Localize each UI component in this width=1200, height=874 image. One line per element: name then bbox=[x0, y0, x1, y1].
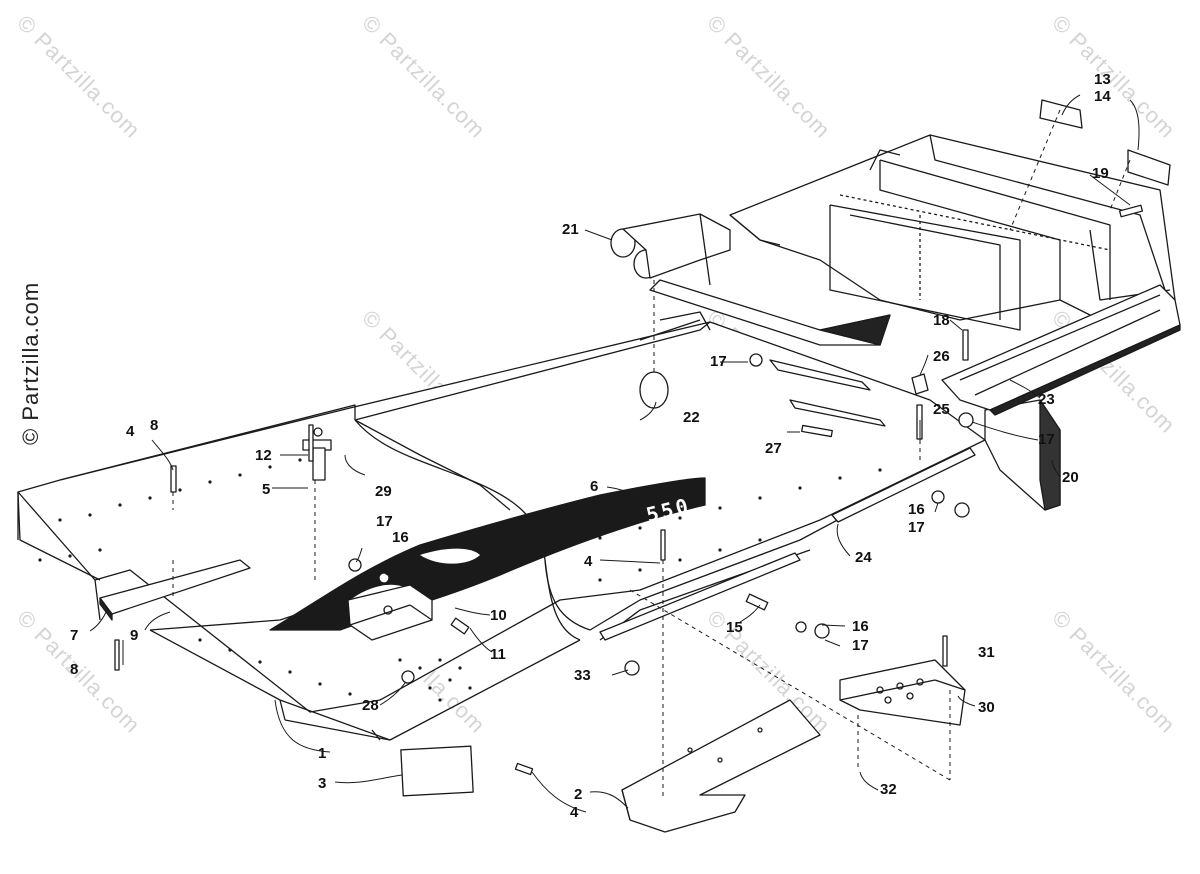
tunnel-panel bbox=[17, 311, 986, 741]
callout-31: 31 bbox=[978, 644, 995, 661]
callout-9: 9 bbox=[130, 627, 139, 644]
callout-30: 30 bbox=[978, 699, 995, 716]
callout-18: 18 bbox=[933, 312, 950, 329]
rivet-pattern bbox=[38, 458, 882, 702]
rear-bumper bbox=[729, 134, 1176, 331]
callout-16b: 16 bbox=[908, 501, 925, 518]
tail-bar bbox=[941, 284, 1181, 416]
callout-11: 11 bbox=[490, 646, 506, 663]
license-plate bbox=[400, 745, 474, 797]
mount-bracket bbox=[621, 699, 821, 833]
callout-4a: 4 bbox=[584, 553, 593, 570]
exploded-lines bbox=[172, 109, 1131, 800]
grab-handle bbox=[610, 213, 891, 346]
callout-7: 7 bbox=[70, 627, 79, 644]
callout-12: 12 bbox=[255, 447, 272, 464]
callout-8b: 8 bbox=[150, 417, 159, 434]
callout-21: 21 bbox=[562, 221, 579, 238]
side-watermark: © Partzilla.com bbox=[18, 281, 43, 445]
callout-33: 33 bbox=[574, 667, 591, 684]
reflector-13 bbox=[1039, 99, 1083, 129]
callout-17c: 17 bbox=[852, 637, 869, 654]
callout-19: 19 bbox=[1092, 165, 1109, 182]
reflector-14 bbox=[1127, 149, 1171, 186]
callout-4c: 4 bbox=[570, 804, 579, 821]
callout-23: 23 bbox=[1038, 391, 1055, 408]
snow-flap bbox=[984, 399, 1061, 511]
callout-27: 27 bbox=[765, 440, 782, 457]
axle-rod bbox=[831, 447, 976, 523]
callout-17a: 17 bbox=[376, 513, 393, 530]
callout-32: 32 bbox=[880, 781, 897, 798]
callout-29: 29 bbox=[375, 483, 392, 500]
callout-28: 28 bbox=[362, 697, 379, 714]
leader-lines bbox=[89, 94, 1140, 813]
callout-6: 6 bbox=[590, 478, 599, 495]
callout-14: 14 bbox=[1094, 88, 1111, 105]
callout-8a: 8 bbox=[70, 661, 79, 678]
callout-10: 10 bbox=[490, 607, 507, 624]
callout-2: 2 bbox=[574, 786, 583, 803]
callout-25: 25 bbox=[933, 401, 950, 418]
callout-17b: 17 bbox=[908, 519, 925, 536]
callout-15: 15 bbox=[726, 619, 743, 636]
callout-16a: 16 bbox=[392, 529, 409, 546]
callout-13: 13 bbox=[1094, 71, 1111, 88]
callout-3: 3 bbox=[318, 775, 327, 792]
step-plate bbox=[839, 659, 966, 726]
callout-17d: 17 bbox=[710, 353, 727, 370]
callout-17e: 17 bbox=[1038, 431, 1055, 448]
bracket-10 bbox=[347, 584, 433, 641]
callout-20: 20 bbox=[1062, 469, 1079, 486]
callout-22: 22 bbox=[683, 409, 700, 426]
callout-16c: 16 bbox=[852, 618, 869, 635]
callout-26: 26 bbox=[933, 348, 950, 365]
callout-24: 24 bbox=[855, 549, 872, 566]
callout-5: 5 bbox=[262, 481, 271, 498]
callout-1: 1 bbox=[318, 745, 327, 762]
callout-4b: 4 bbox=[126, 423, 135, 440]
frame-rod bbox=[599, 359, 886, 641]
